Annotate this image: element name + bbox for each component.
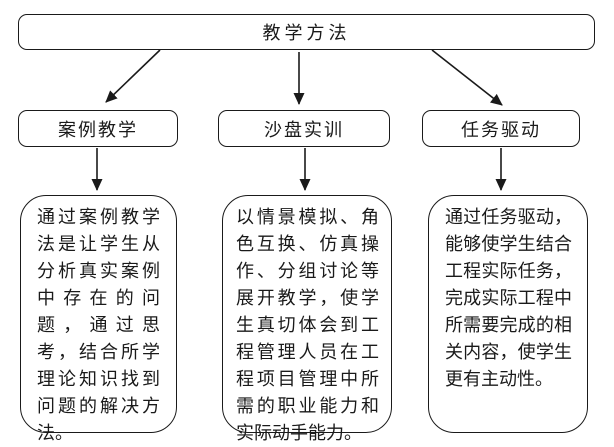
arrow-root-to-task-driven [431, 49, 503, 106]
root-node-label: 教学方法 [262, 23, 351, 43]
root-node-teaching-methods: 教学方法 [18, 14, 595, 50]
description-text: 以情景模拟、角色互换、仿真操作、分组讨论等展开教学，使学生真切体会到工程管理人员… [236, 207, 379, 443]
branch-node-label: 案例教学 [58, 119, 138, 140]
arrow-root-to-case-teaching [105, 49, 161, 103]
description-node-sandbox-training: 以情景模拟、角色互换、仿真操作、分组讨论等展开教学，使学生真切体会到工程管理人员… [222, 195, 392, 443]
branch-node-task-driven: 任务驱动 [422, 110, 580, 147]
branch-node-sandbox-training: 沙盘实训 [218, 110, 390, 147]
description-node-task-driven: 通过任务驱动，能够使学生结合工程实际任务，完成实际工程中所需要完成的相关内容，使… [428, 195, 588, 433]
branch-node-label: 任务驱动 [461, 119, 541, 140]
description-text: 通过任务驱动，能够使学生结合工程实际任务，完成实际工程中所需要完成的相关内容，使… [445, 207, 572, 389]
description-text: 通过案例教学法是让学生从分析真实案例中存在的问题，通过思考，结合所学理论知识找到… [37, 207, 160, 443]
branch-node-label: 沙盘实训 [264, 119, 344, 140]
branch-node-case-teaching: 案例教学 [18, 110, 178, 147]
description-node-case-teaching: 通过案例教学法是让学生从分析真实案例中存在的问题，通过思考，结合所学理论知识找到… [20, 195, 177, 443]
